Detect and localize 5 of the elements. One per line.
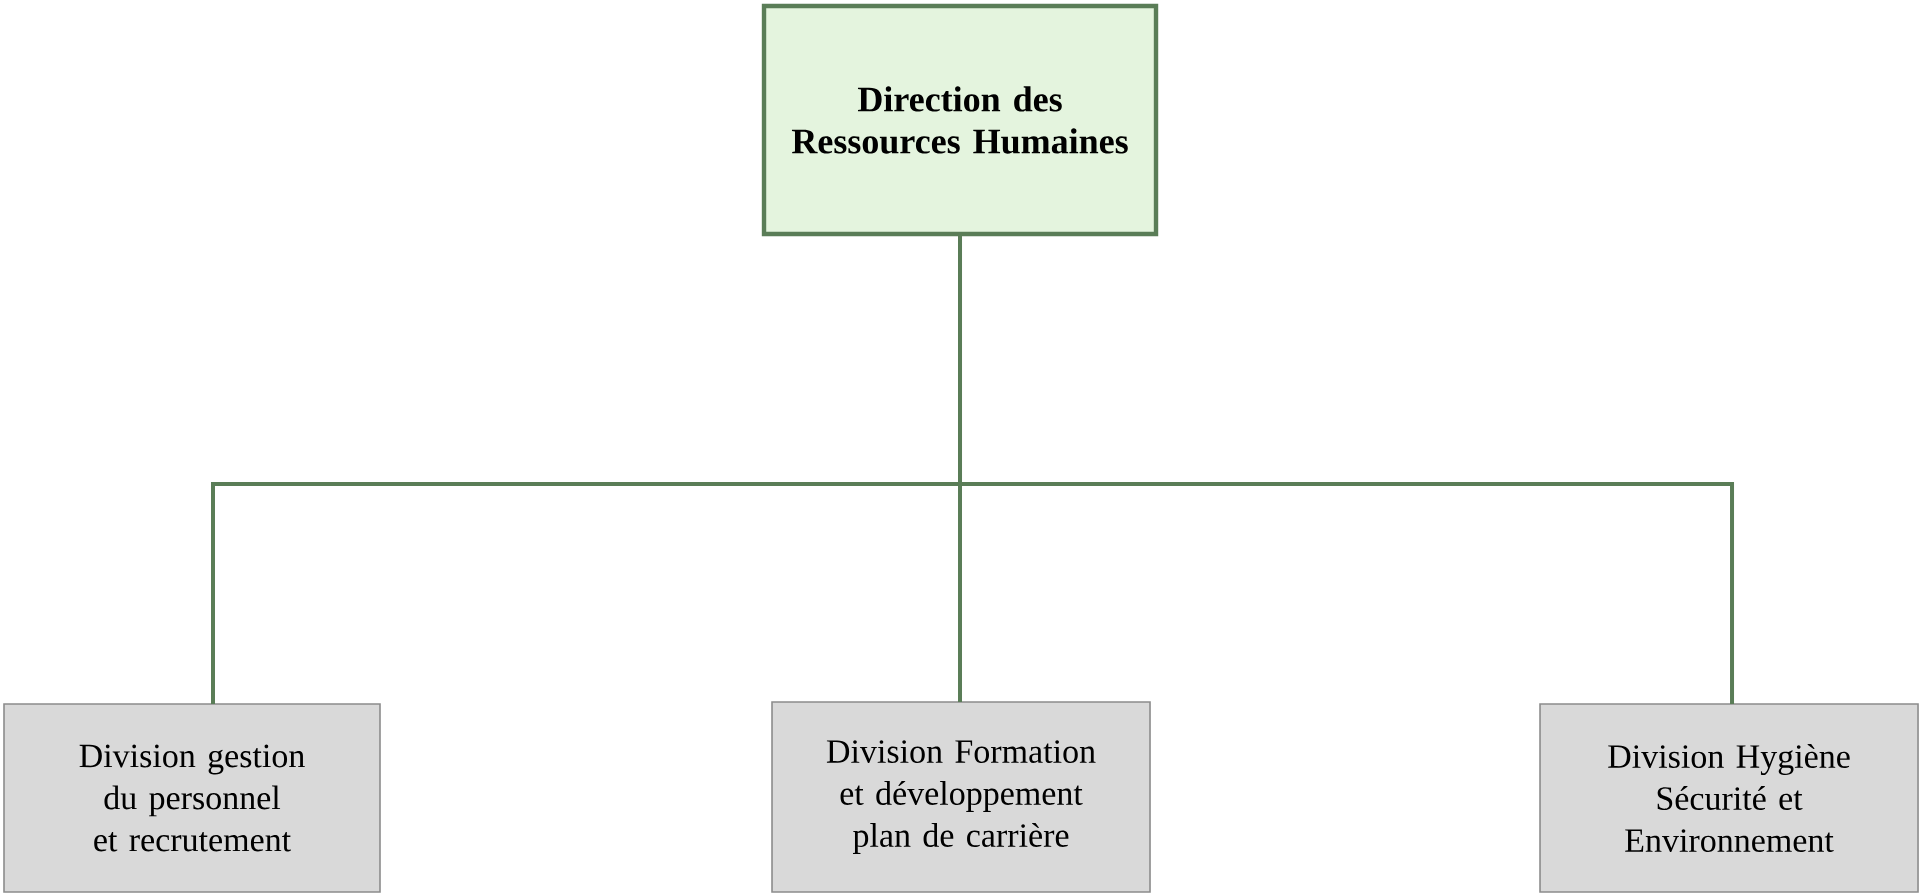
process-box: Division Formation et développement plan de carrière bbox=[771, 701, 1151, 893]
process-box: Division Hygiène Sécurité et Environnement bbox=[1539, 703, 1919, 893]
process-box: Division gestion du personnel et recrutement bbox=[3, 703, 381, 893]
process-box: Direction des Ressources Humaines bbox=[761, 3, 1159, 237]
connector-line bbox=[958, 236, 1735, 704]
